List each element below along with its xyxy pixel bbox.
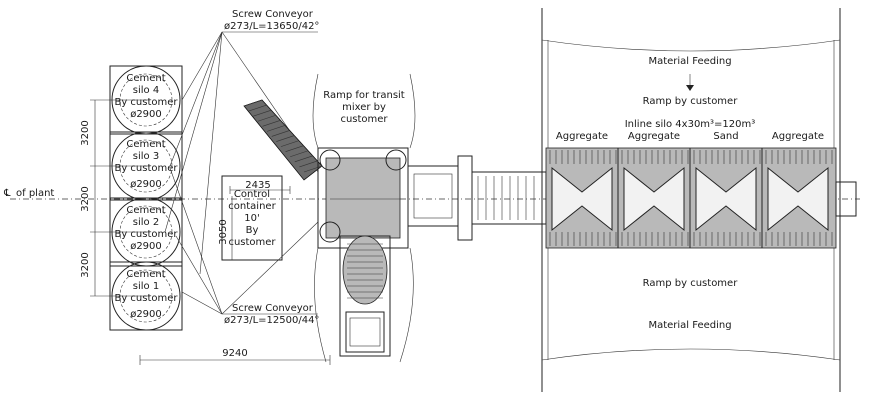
silo-3-line-4: ø2900: [130, 179, 162, 190]
dim-3050: 3050: [218, 219, 229, 244]
silo-3-line-3: By customer: [114, 163, 178, 174]
dim-3200-top: 3200: [80, 120, 91, 145]
bin-label-3: Sand: [713, 131, 738, 142]
bin-label-2: Aggregate: [628, 131, 680, 142]
silo-3-line-2: silo 3: [133, 151, 159, 162]
cement-silo-1: Cement silo 1 By customer ø2900: [109, 261, 183, 331]
silo-3-line-1: Cement: [126, 139, 165, 150]
feeding-arrow-icon: [686, 85, 694, 91]
cement-silo-4: Cement silo 4 By customer ø2900: [109, 65, 183, 135]
silo-4-line-2: silo 4: [133, 85, 159, 96]
silo-4-line-4: ø2900: [130, 109, 162, 120]
silo-1-line-2: silo 1: [133, 281, 159, 292]
silo-1-line-1: Cement: [126, 269, 165, 280]
ramp-customer-bottom: Ramp by customer: [643, 278, 739, 289]
bin-label-1: Aggregate: [556, 131, 608, 142]
transit-mixer-truck: [339, 235, 391, 357]
ramp-transit-line-3: customer: [340, 114, 388, 125]
dim-2435: 2435: [245, 180, 270, 191]
screw-conveyor-bottom: Screw Conveyor ø273/L=12500/44°: [169, 167, 319, 326]
control-container-line-1: Control: [234, 189, 270, 200]
silo-1-line-3: By customer: [114, 293, 178, 304]
mixing-plant-core: [317, 147, 547, 249]
inline-silo-bins: Aggregate Aggregate Sand Aggregate: [545, 131, 857, 249]
silo-2-line-3: By customer: [114, 229, 178, 240]
dim-9240: 9240: [222, 348, 247, 359]
control-container-line-4: By: [246, 225, 259, 236]
centerline-label: of plant: [16, 188, 54, 199]
bin-label-4: Aggregate: [772, 131, 824, 142]
cement-silos: Cement silo 4 By customer ø2900 Cement s…: [109, 65, 183, 331]
screw-top-spec: ø273/L=13650/42°: [224, 21, 319, 32]
silo-2-line-4: ø2900: [130, 241, 162, 252]
control-container-line-2: container: [228, 201, 276, 212]
silo-4-line-1: Cement: [126, 73, 165, 84]
ramp-transit-line-2: mixer by: [342, 102, 386, 113]
inclined-belt-conveyor: [243, 99, 323, 181]
control-container-line-3: 10': [244, 213, 259, 224]
centerline-symbol: ℄: [3, 188, 11, 199]
silo-1-line-4: ø2900: [130, 309, 162, 320]
material-feeding-bottom: Material Feeding: [648, 320, 731, 331]
dim-2435-group: 2435: [229, 180, 291, 194]
silo-2-line-2: silo 2: [133, 217, 159, 228]
screw-bottom-spec: ø273/L=12500/44°: [224, 315, 319, 326]
control-container: Control container 10' By customer: [221, 175, 283, 261]
dim-9240-group: 9240: [139, 348, 331, 365]
silo-4-line-3: By customer: [114, 97, 178, 108]
dim-3050-group: 3050: [218, 196, 233, 260]
ramp-transit-mixer: Ramp for transit mixer by customer: [312, 73, 416, 363]
ramp-transit-line-1: Ramp for transit: [323, 90, 405, 101]
control-container-line-5: customer: [228, 237, 276, 248]
material-feeding-area: [541, 8, 841, 392]
cement-silo-3: Cement silo 3 By customer ø2900: [109, 131, 183, 201]
screw-bottom-title: Screw Conveyor: [232, 303, 314, 314]
silo-spacing-dimensions: 3200 3200 3200: [80, 99, 150, 297]
inline-silo-label: Inline silo 4x30m³=120m³: [625, 119, 756, 130]
screw-top-title: Screw Conveyor: [232, 9, 314, 20]
ramp-customer-top: Ramp by customer: [643, 96, 739, 107]
silo-2-line-1: Cement: [126, 205, 165, 216]
material-feeding-top: Material Feeding: [648, 56, 731, 67]
dim-3200-middle: 3200: [80, 186, 91, 211]
dim-3200-bottom: 3200: [80, 252, 91, 277]
cement-silo-2: Cement silo 2 By customer ø2900: [109, 197, 183, 267]
